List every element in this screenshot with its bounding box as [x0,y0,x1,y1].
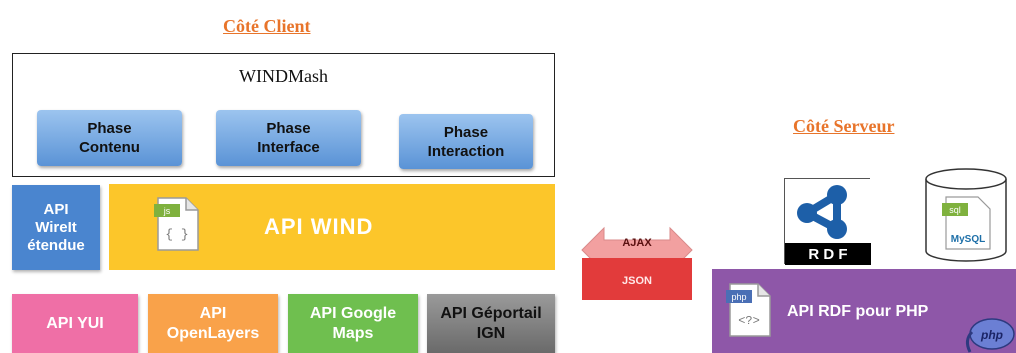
json-label: JSON [622,275,652,287]
rdf-logo: R D F [784,178,871,265]
client-side-heading: Côté Client [223,16,311,36]
api-google-maps-line2: Maps [332,324,374,342]
api-rdf-php-label: API RDF pour PHP [787,303,929,320]
windmash-title: WINDMash [239,66,328,86]
svg-text:R D F: R D F [808,246,847,263]
phase-interface-line2: Interface [257,139,320,156]
ajax-json-connector: AJAX JSON [581,226,693,300]
api-wireit-line2: WireIt [35,218,77,236]
mysql-database-icon: sql MySQL [925,168,1007,262]
phase-interaction-line2: Interaction [427,142,505,160]
api-google-maps-line1: API Google [309,304,397,322]
ajax-label: AJAX [622,237,652,249]
svg-text:php: php [731,292,746,302]
api-openlayers-line2: OpenLayers [166,324,260,342]
phase-content-line2: Contenu [79,139,140,156]
svg-text:MySQL: MySQL [951,234,985,245]
api-yui-label: API YUI [46,314,104,332]
php-elephant-logo: php [965,318,1015,353]
api-wind-label: API WIND [264,214,374,239]
api-openlayers-box: API OpenLayers [148,294,278,353]
svg-text:sql: sql [949,205,961,215]
php-file-icon: php <?> [726,283,771,337]
phase-interface-line1: Phase [266,120,311,137]
json-box [582,258,692,300]
svg-text:js: js [163,206,171,216]
phase-interaction-line1: Phase [443,123,489,141]
server-side-heading: Côté Serveur [793,116,895,136]
phase-content-line1: Phase [87,120,132,137]
api-geoportail-line2: IGN [476,324,506,342]
svg-text:php: php [980,328,1003,342]
api-wireit-line1: API [43,200,69,218]
api-geoportail-line1: API Géportail [440,304,542,322]
api-openlayers-line1: API [199,304,227,322]
svg-text:{ }: { } [165,227,188,242]
js-file-icon: js { } [154,197,199,251]
api-yui-box: API YUI [12,294,138,353]
api-wireit-line3: étendue [27,236,85,254]
svg-text:<?>: <?> [738,314,760,328]
